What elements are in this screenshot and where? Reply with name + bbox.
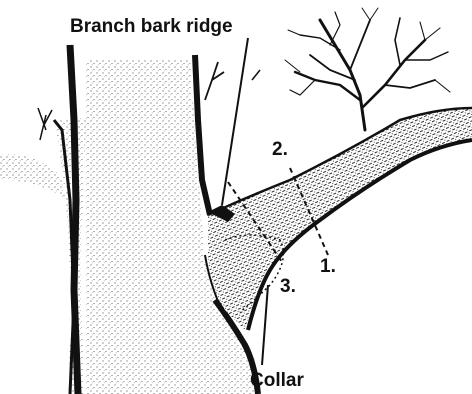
collar-label: Collar: [250, 370, 304, 391]
left-trunk: [54, 45, 86, 394]
lateral-branch: [208, 108, 472, 330]
twig-cluster: [285, 8, 450, 130]
cut-3-label: 3.: [280, 276, 296, 297]
collar-pointer: [262, 285, 268, 365]
branch-bark-ridge-label: Branch bark ridge: [70, 16, 233, 37]
branch-bark-ridge-pointer: [222, 38, 248, 205]
cut-2-label: 2.: [272, 139, 288, 160]
trunk-sprig: [205, 62, 260, 100]
cut-1-label: 1.: [320, 256, 336, 277]
